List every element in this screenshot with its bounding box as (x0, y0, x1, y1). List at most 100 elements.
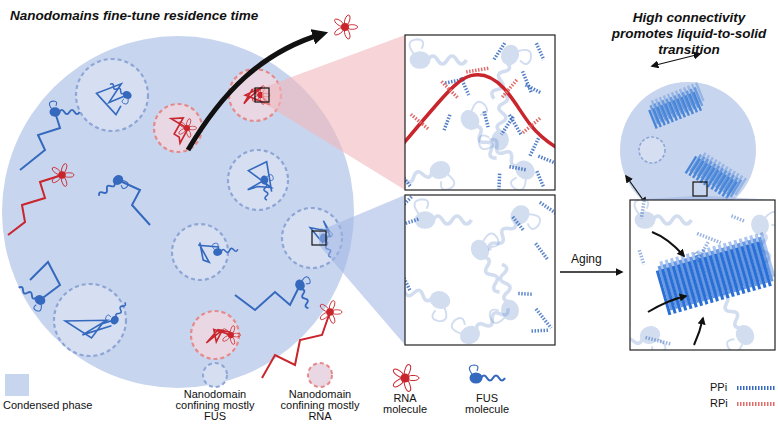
fus-nanodomain (54, 284, 126, 356)
zoom-square (693, 182, 707, 196)
interaction-bond (405, 270, 410, 290)
condensate-circle: Nanodomains fine-tune residence time (2, 36, 354, 388)
beta-strand (749, 235, 765, 280)
fus-loop (49, 101, 56, 109)
fus-tail (498, 264, 513, 303)
fus-molecule (469, 365, 505, 384)
beta-strand (747, 240, 763, 285)
interaction-bond (405, 219, 418, 227)
beta-strand (702, 249, 718, 294)
fus-tail (481, 376, 505, 381)
fus-loop (119, 179, 129, 190)
fus-loop (409, 39, 423, 53)
fus-trajectory (30, 262, 60, 300)
rna-protein-bond (411, 114, 429, 129)
beta-strand (701, 157, 714, 175)
fus-loop (267, 174, 274, 181)
panel-heading: Nanodomains fine-tune residence time (10, 8, 340, 24)
fus-tail (428, 56, 466, 64)
beta-strand (691, 84, 701, 103)
beta-strand (694, 152, 707, 170)
beta-strand (760, 232, 775, 277)
rna-loop (403, 379, 412, 392)
beta-strand (649, 105, 659, 124)
beta-strand (755, 234, 771, 279)
fus-molecule (49, 101, 79, 117)
beta-strand (709, 161, 722, 179)
rna-loop (343, 14, 351, 26)
zoom-wedge (262, 35, 405, 190)
beta-strand (758, 237, 774, 282)
beta-strand (678, 93, 688, 112)
beta-strand (696, 163, 709, 181)
fus-molecule (634, 200, 691, 229)
fus-domain (260, 175, 269, 185)
fus-trajectory (118, 180, 150, 225)
beta-strand (693, 260, 709, 305)
beta-strand (673, 261, 689, 306)
beta-strand (719, 172, 732, 190)
beta-strand (733, 240, 749, 285)
rna-protein-bond (442, 82, 459, 99)
fus-loop (469, 365, 478, 374)
beta-strand (691, 252, 707, 297)
fus-loop (449, 316, 468, 336)
beta-strand (663, 95, 673, 114)
confined-trajectory (310, 221, 330, 243)
interaction-bond (526, 85, 542, 93)
fibril (685, 149, 747, 202)
beta-strand (674, 95, 684, 114)
beta-strand (660, 105, 670, 124)
legend-text: RPi (710, 398, 728, 409)
fus-nanodomain (228, 150, 288, 210)
interaction-bond (494, 43, 505, 59)
panel-contents (630, 200, 775, 350)
fus-domain (468, 237, 493, 263)
legend-swatch (5, 374, 29, 396)
rna-loop (407, 375, 419, 380)
fus-tail (115, 302, 126, 318)
rna-loop (343, 28, 351, 40)
beta-strand (661, 100, 671, 119)
fus-domain (498, 42, 522, 68)
rna-loop (188, 126, 196, 130)
beta-strand (690, 89, 700, 108)
fus-domain (121, 89, 133, 100)
fus-domain (500, 298, 521, 322)
panel-contents (405, 39, 555, 190)
fus-molecule (457, 99, 514, 163)
fus-loop (509, 173, 529, 190)
beta-strand (670, 258, 686, 303)
beta-strand (728, 241, 744, 286)
legend-text: Nanodomain confining mostly RNA (275, 389, 365, 422)
interaction-bond (641, 200, 644, 218)
fus-domain (456, 322, 483, 345)
beta-strand (658, 266, 674, 311)
beta-strand (700, 161, 713, 179)
beta-strand (688, 261, 704, 306)
rna-core (341, 23, 349, 31)
fus-loop (764, 211, 775, 227)
beta-strand (689, 154, 702, 172)
incorporation-arrow (648, 296, 686, 312)
rna-loop (403, 364, 412, 377)
fus-molecule (483, 201, 542, 264)
rna-loop (230, 336, 236, 345)
beta-strand (698, 258, 714, 303)
interaction-bond (697, 233, 721, 242)
beta-strand (695, 82, 705, 101)
rna-molecule (222, 325, 241, 345)
fus-molecule (405, 159, 456, 190)
condensed-phase (2, 36, 354, 388)
zoom-wedge (630, 196, 775, 200)
beta-strand (676, 98, 686, 117)
beta-strand (699, 165, 712, 183)
beta-strand (709, 255, 725, 300)
beta-strand (742, 241, 758, 286)
rna-loop (51, 166, 62, 176)
fibril (645, 82, 707, 129)
interaction-bond (731, 216, 745, 221)
interaction-bond (513, 217, 524, 230)
fus-domain (637, 323, 663, 347)
fus-molecule (414, 199, 471, 229)
